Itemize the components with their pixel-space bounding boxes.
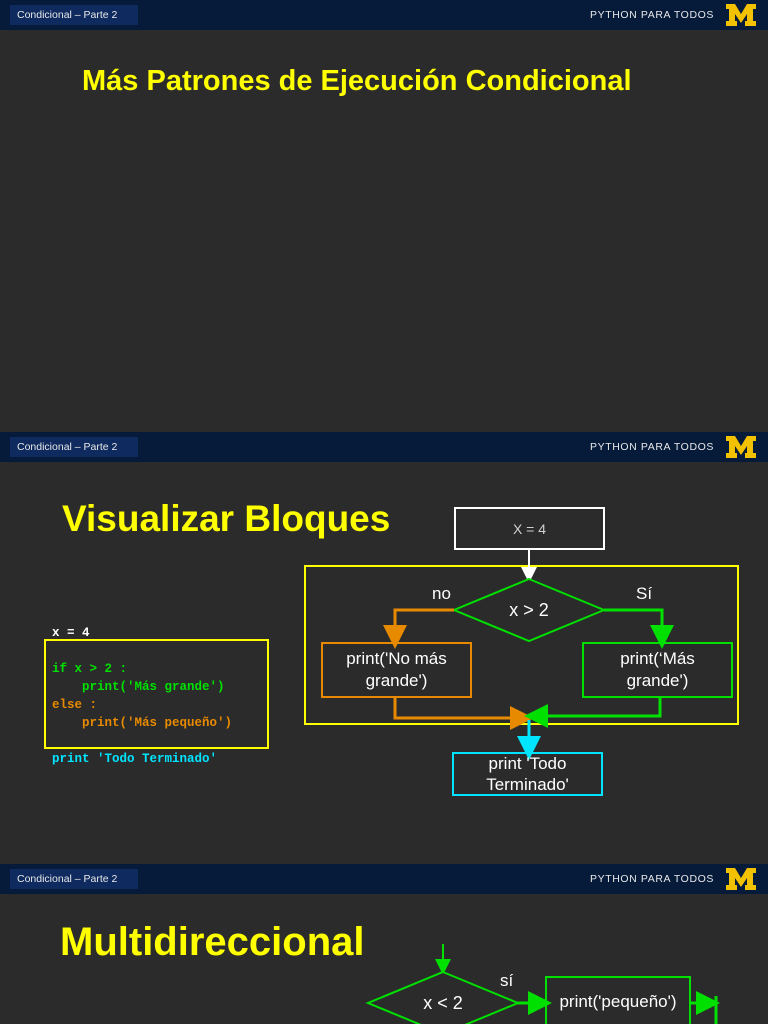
code-line-done: print 'Todo Terminado' — [52, 752, 218, 766]
code-line-assign: x = 4 — [52, 626, 90, 640]
decision-label: x < 2 — [423, 993, 463, 1013]
decision-diamond — [365, 970, 521, 1024]
slide-title: Multidireccional — [60, 920, 365, 964]
arrow-no-merge — [393, 697, 534, 730]
section-tab: Condicional – Parte 2 — [10, 5, 138, 25]
code-line-if: if x > 2 : — [52, 662, 128, 676]
course-label: PYTHON PARA TODOS — [590, 873, 714, 885]
arrow-yes-merge — [524, 697, 662, 728]
decision-label-box: x > 2 — [484, 597, 574, 623]
slide-title: Más Patrones de Ejecución Condicional — [82, 65, 632, 97]
slide-title: Visualizar Bloques — [62, 498, 391, 539]
slide-1: Condicional – Parte 2 PYTHON PARA TODOS … — [0, 0, 768, 432]
end-box: print 'Todo Terminado' — [452, 752, 603, 796]
yes-action-line1: print(‘Más — [620, 649, 695, 668]
section-tab: Condicional – Parte 2 — [10, 869, 138, 889]
yes-label: sí — [500, 971, 514, 990]
yes-action-line2: grande') — [626, 671, 689, 690]
section-label: Condicional – Parte 2 — [17, 873, 118, 885]
slide-header: Condicional – Parte 2 PYTHON PARA TODOS — [0, 0, 768, 30]
slide-3: Condicional – Parte 2 PYTHON PARA TODOS … — [0, 864, 768, 1024]
code-line-print-big: print('Más grande') — [52, 680, 225, 694]
no-action-line2: grande') — [365, 671, 428, 690]
code-line-print-small: print('Más pequeño') — [52, 716, 233, 730]
no-action-box: print('No más grande') — [321, 642, 472, 698]
no-branch-label: no — [432, 584, 451, 603]
yes-branch-label: Sí — [636, 584, 653, 603]
arrow-no-branch — [383, 608, 454, 649]
slide-header: Condicional – Parte 2 PYTHON PARA TODOS — [0, 432, 768, 462]
course-label: PYTHON PARA TODOS — [590, 9, 714, 21]
michigan-logo-icon — [726, 4, 756, 26]
end-line2: Terminado' — [486, 775, 569, 794]
yes-action-label: print('pequeño') — [559, 992, 677, 1011]
section-tab: Condicional – Parte 2 — [10, 437, 138, 457]
decision-diamond — [451, 577, 607, 643]
slide-2: Condicional – Parte 2 PYTHON PARA TODOS … — [0, 432, 768, 864]
no-action-line1: print('No más — [346, 649, 447, 668]
decision-label: x > 2 — [509, 600, 549, 620]
yes-action-box: print('pequeño') — [545, 976, 691, 1024]
arrow-yes-branch — [604, 608, 674, 649]
end-line1: print 'Todo — [488, 754, 567, 773]
course-label: PYTHON PARA TODOS — [590, 441, 714, 453]
section-label: Condicional – Parte 2 — [17, 9, 118, 21]
code-line-else: else : — [52, 698, 98, 712]
multiway-connectors — [365, 944, 720, 1024]
michigan-logo-icon — [726, 868, 756, 890]
slide-header: Condicional – Parte 2 PYTHON PARA TODOS — [0, 864, 768, 894]
flowchart-connectors — [44, 550, 739, 760]
start-box: X = 4 — [454, 507, 605, 550]
code-block-frame — [44, 639, 269, 749]
yes-action-box: print(‘Más grande') — [582, 642, 733, 698]
start-box-label: X = 4 — [512, 520, 547, 537]
decision-label-box: x < 2 — [398, 990, 488, 1016]
section-label: Condicional – Parte 2 — [17, 441, 118, 453]
michigan-logo-icon — [726, 436, 756, 458]
